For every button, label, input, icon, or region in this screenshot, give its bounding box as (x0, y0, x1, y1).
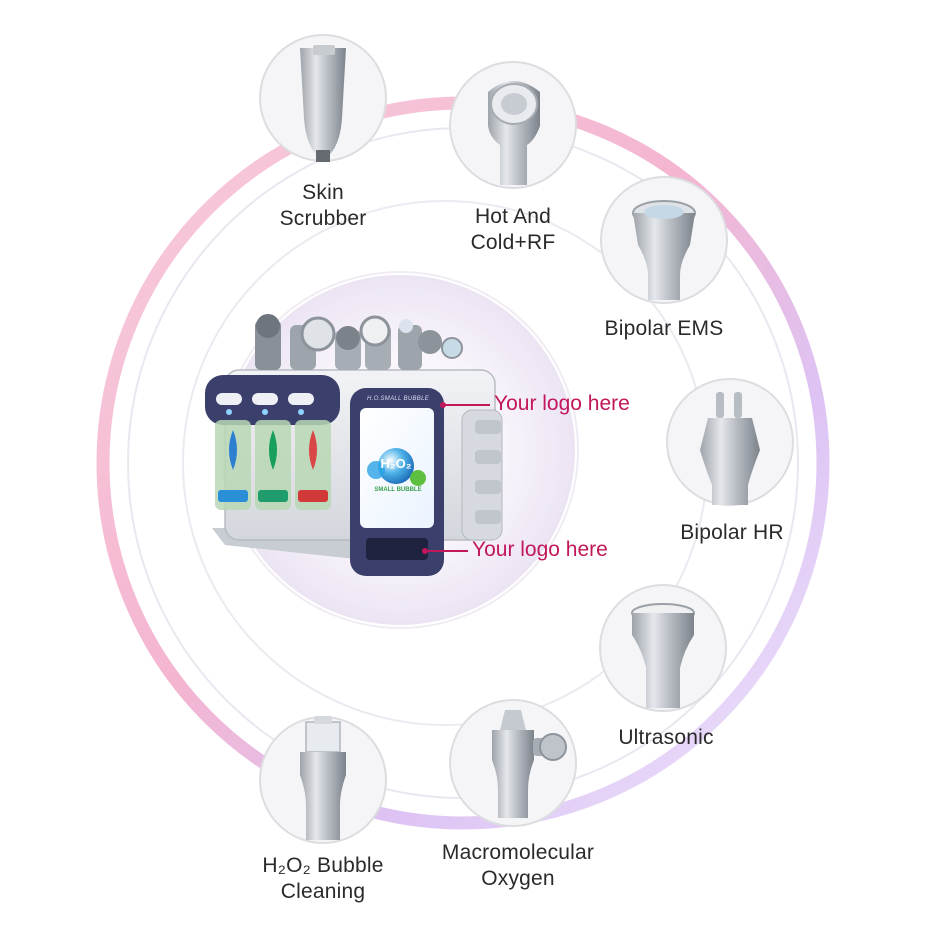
accessory-h2o2-bubble (259, 716, 387, 844)
label-line: Macromolecular (441, 841, 595, 864)
label-line: Cleaning (280, 880, 366, 903)
accessory-macromolecular-oxygen (449, 699, 577, 827)
screen-logo-main: H₂O₂ (380, 456, 412, 471)
label-line: Cold+RF (470, 231, 556, 254)
logo-callout-top: Your logo here (494, 392, 630, 415)
bipolar-ems-icon (632, 200, 696, 300)
logo-callout-bottom: Your logo here (472, 538, 608, 561)
hot-cold-rf-icon (488, 81, 540, 185)
label-line: H₂O₂ Bubble (262, 854, 384, 877)
accessory-hot-cold-rf (449, 61, 577, 189)
screen-logo-sub: SMALL BUBBLE (374, 487, 422, 493)
label-skin-scrubber: Skin Scrubber (263, 180, 383, 232)
bipolar-hr-icon (700, 392, 760, 505)
label-bipolar-ems: Bipolar EMS (588, 316, 740, 342)
solution-bottles (215, 420, 331, 510)
accessory-skin-scrubber (259, 34, 387, 162)
label-line: Hot And (474, 205, 552, 228)
accessory-bipolar-ems (600, 176, 728, 304)
label-line: Ultrasonic (618, 726, 714, 749)
skin-scrubber-icon (300, 45, 346, 162)
ultrasonic-icon (631, 603, 695, 708)
label-macromolecular-oxygen: Macromolecular Oxygen (418, 840, 618, 892)
accessory-bipolar-hr (666, 378, 794, 506)
label-line: Bipolar EMS (604, 317, 724, 340)
label-ultrasonic: Ultrasonic (596, 725, 736, 751)
screen-brand: H.O.SMALL BUBBLE (366, 396, 430, 402)
label-line: Scrubber (279, 207, 367, 230)
label-line: Skin (302, 181, 344, 204)
handpiece-holders (255, 314, 463, 370)
label-line: Bipolar HR (680, 521, 784, 544)
macromolecular-oxygen-icon (492, 710, 567, 818)
machine-illustration (205, 314, 503, 576)
control-buttons (216, 393, 314, 415)
label-line: Oxygen (481, 867, 555, 890)
accessory-ultrasonic (599, 584, 727, 712)
label-hot-cold-rf: Hot And Cold+RF (453, 204, 573, 256)
label-bipolar-hr: Bipolar HR (652, 520, 812, 546)
label-h2o2-bubble-cleaning: H₂O₂ Bubble Cleaning (238, 853, 408, 905)
h2o2-bubble-cleaning-icon (300, 716, 346, 840)
